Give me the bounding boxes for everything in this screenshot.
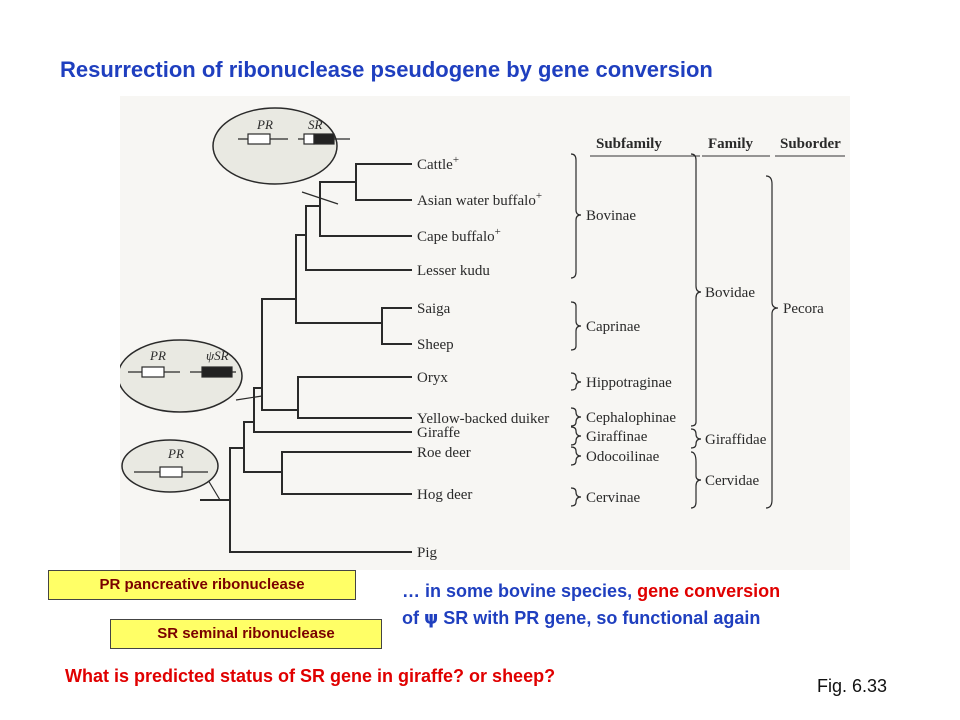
taxon-label: Giraffe	[417, 425, 460, 441]
family-braces	[690, 153, 702, 509]
taxon-label: Cattle+	[417, 154, 459, 173]
callout-top: PR SR	[212, 107, 350, 205]
figure-number: Fig. 6.33	[817, 676, 888, 696]
header-suborder: Suborder	[780, 136, 841, 152]
subfamily-label: Hippotraginae	[586, 375, 672, 391]
header-family: Family	[708, 136, 753, 152]
gene-conversion-note: … in some bovine species, gene conversio…	[402, 578, 780, 632]
phylogeny-figure: Subfamily Family Suborder	[120, 96, 850, 570]
subfamily-label: Cervinae	[586, 490, 640, 506]
subfamily-label: Cephalophinae	[586, 410, 676, 426]
legend-sr: SR seminal ribonuclease	[110, 619, 382, 649]
taxon-label: Saiga	[417, 301, 451, 317]
question-text: What is predicted status of SR gene in g…	[65, 666, 556, 686]
slide-title: Resurrection of ribonuclease pseudogene …	[60, 57, 713, 82]
note-text: … in some bovine species,	[402, 581, 638, 601]
taxon-label: Pig	[417, 545, 438, 561]
family-label: Cervidae	[705, 473, 759, 489]
suborder-brace	[765, 175, 779, 509]
taxon-label: Hog deer	[417, 487, 472, 503]
callout-label: ψSR	[206, 348, 229, 363]
subfamily-label: Giraffinae	[586, 429, 648, 445]
callout-label: PR	[149, 348, 166, 363]
suborder-label: Pecora	[783, 301, 824, 317]
subfamily-braces	[570, 153, 582, 507]
family-label: Bovidae	[705, 285, 755, 301]
note-text: of	[402, 608, 424, 628]
taxon-label: Yellow-backed duiker	[417, 411, 549, 427]
family-label: Giraffidae	[705, 432, 767, 448]
taxon-label: Roe deer	[417, 445, 471, 461]
callout-lower: PR	[121, 439, 221, 501]
header-subfamily: Subfamily	[596, 136, 662, 152]
taxon-label: Asian water buffalo+	[417, 190, 542, 209]
callout-label: PR	[167, 446, 184, 461]
subfamily-label: Caprinae	[586, 319, 640, 335]
phylogeny-svg: Subfamily Family Suborder	[120, 107, 845, 561]
subfamily-labels: Bovinae Caprinae Hippotraginae Cephaloph…	[586, 208, 676, 506]
callout-label: PR	[256, 117, 273, 132]
taxa-labels: Cattle+ Asian water buffalo+ Cape buffal…	[417, 154, 549, 561]
callout-label: SR	[308, 117, 323, 132]
taxon-label: Oryx	[417, 370, 448, 386]
family-labels: Bovidae Giraffidae Cervidae	[705, 285, 767, 489]
note-text: SR with PR gene, so functional again	[438, 608, 761, 628]
psi-sr-gene-box	[201, 366, 233, 378]
tree-branches	[200, 163, 412, 553]
sr-gene-box	[313, 133, 335, 145]
note-highlight: gene conversion	[637, 581, 781, 601]
taxon-label: Sheep	[417, 337, 454, 353]
legend-pr: PR pancreative ribonuclease	[48, 570, 356, 600]
taxon-label: Lesser kudu	[417, 263, 490, 279]
subfamily-label: Bovinae	[586, 208, 636, 224]
psi-symbol: ψ	[424, 608, 439, 629]
pr-gene-box	[247, 133, 271, 145]
callout-middle: PR ψSR	[120, 339, 263, 413]
pr-gene-box	[141, 366, 165, 378]
taxon-label: Cape buffalo+	[417, 226, 501, 245]
pr-gene-box	[159, 466, 183, 478]
subfamily-label: Odocoilinae	[586, 449, 660, 465]
